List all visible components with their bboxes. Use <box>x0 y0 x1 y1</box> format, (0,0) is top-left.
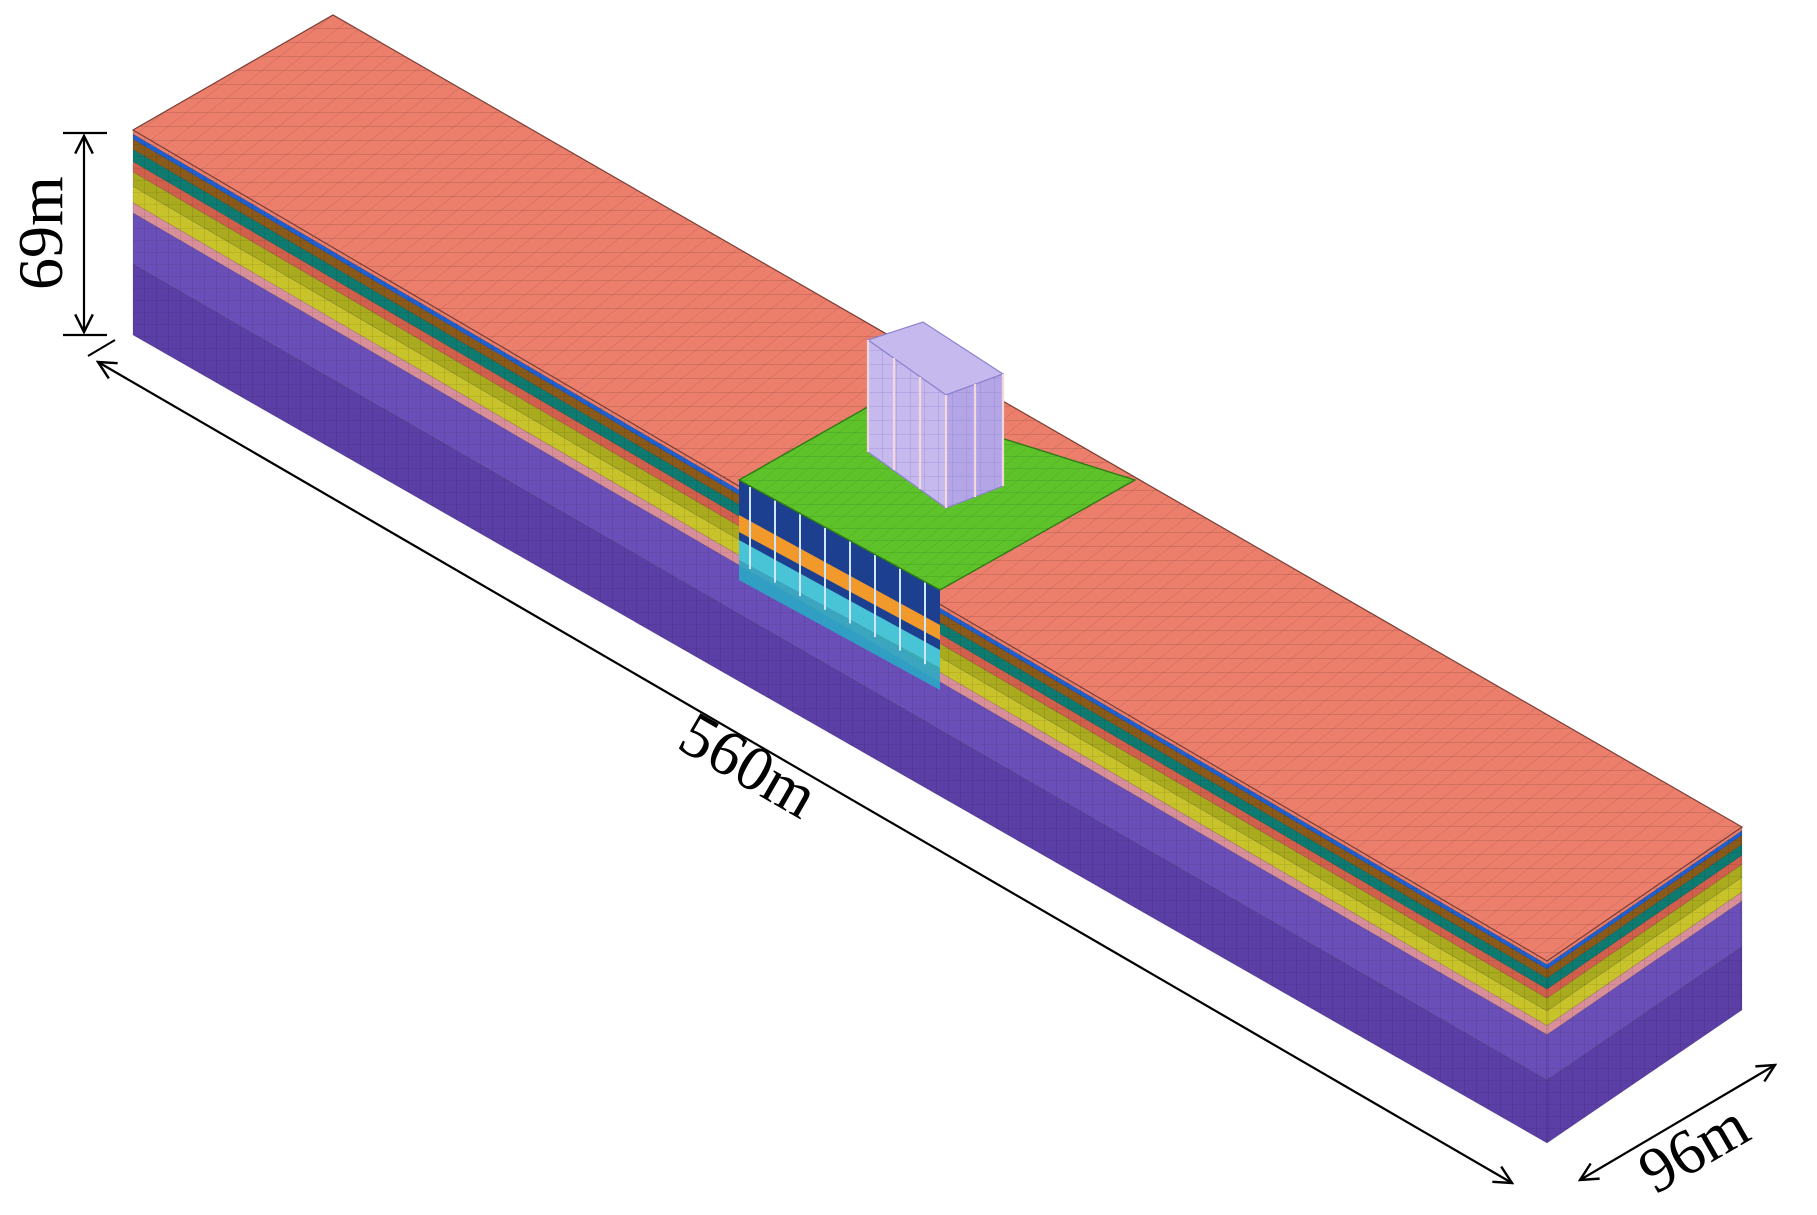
height-dimension: 69m <box>5 131 107 337</box>
height-label: 69m <box>5 176 76 290</box>
width-label: 96m <box>1627 1089 1761 1207</box>
